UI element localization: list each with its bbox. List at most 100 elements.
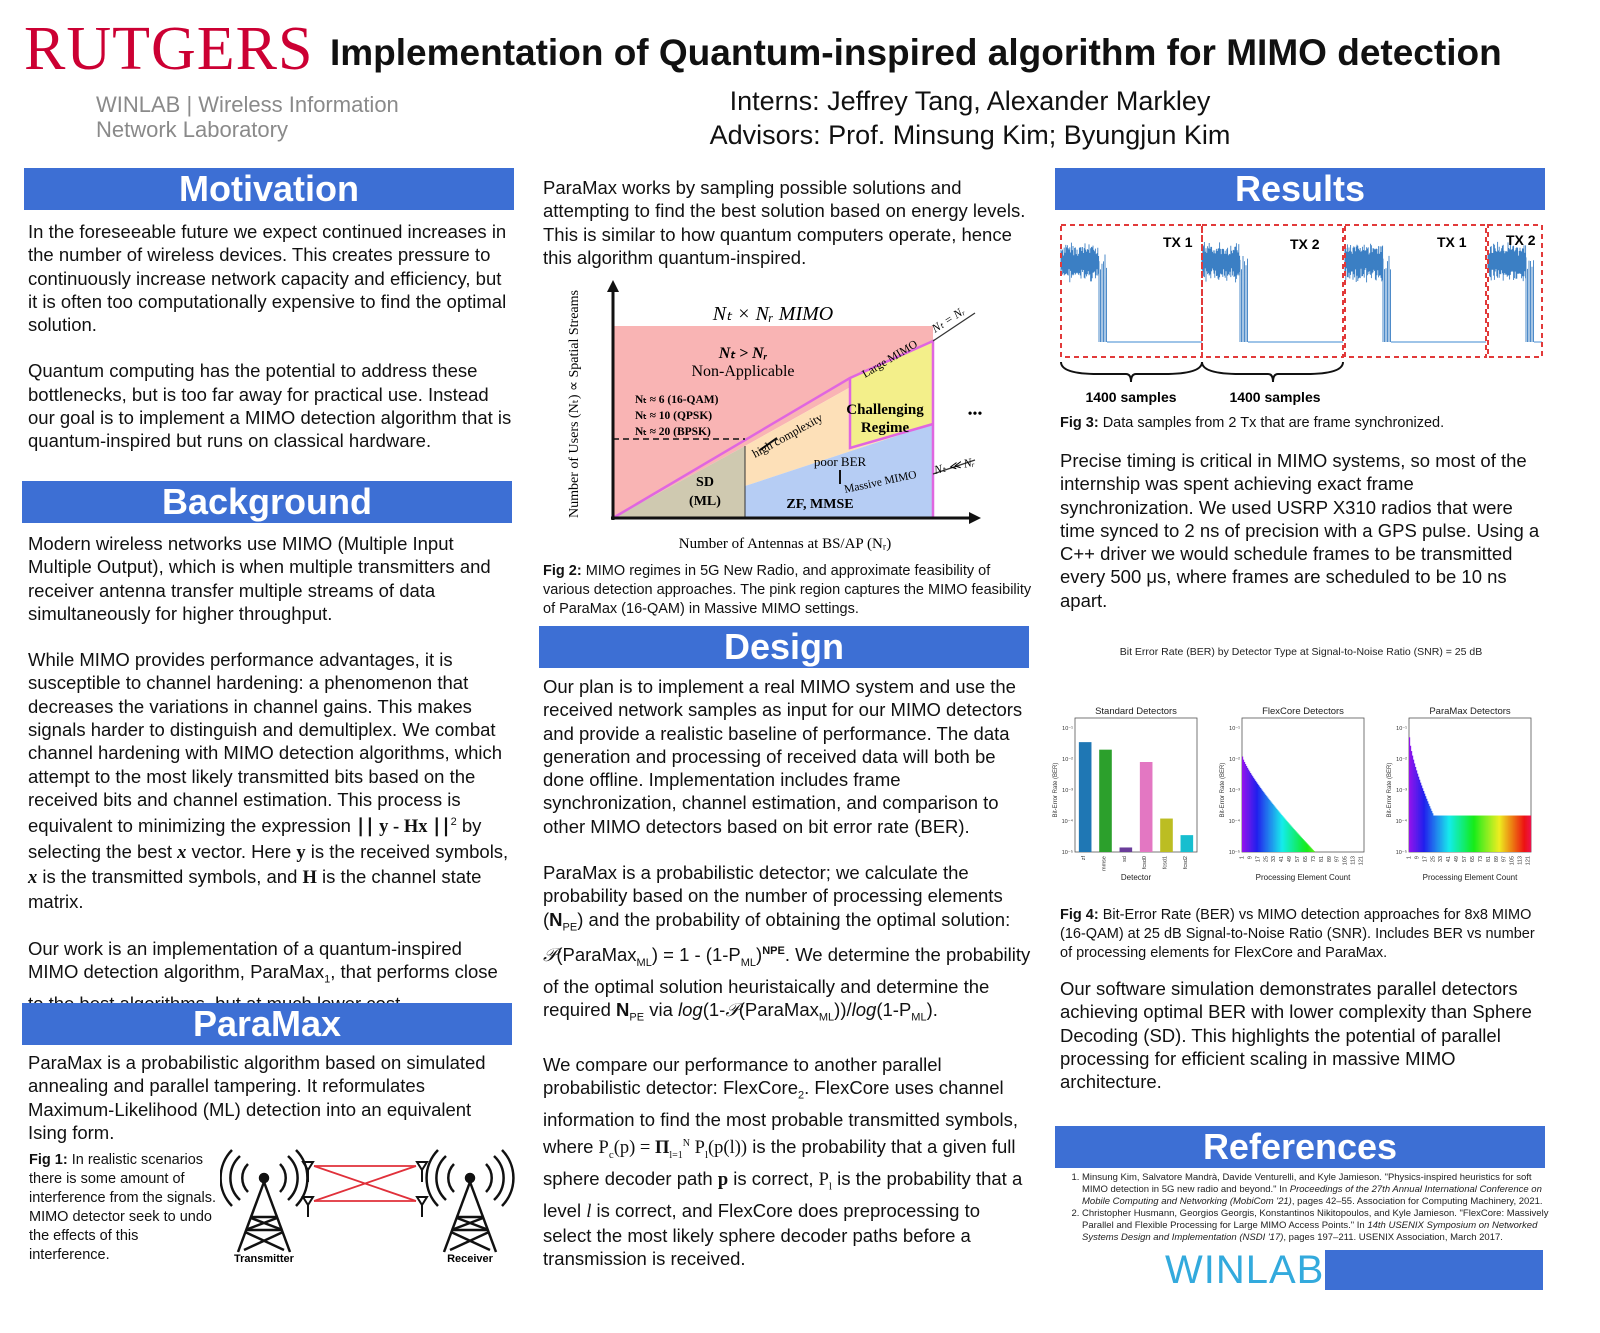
pe-bar [1460,815,1462,852]
design-p3-e: is the probability that a level [543,1167,1023,1221]
bar-sd [1119,847,1133,852]
results-heading: Results [1055,168,1545,210]
ytick-label: 10⁻⁵ [1062,849,1073,856]
pe-bar [1441,815,1443,852]
winlab-logo: WINLAB [1165,1248,1325,1292]
pe-bar [1289,824,1291,852]
pe-bar [1275,807,1277,852]
pe-bar [1281,814,1283,852]
xtick-label: 73 [1311,856,1317,862]
product-sup: N [682,1137,691,1149]
pl-arg: (p(l)) [708,1137,748,1158]
pe-bar [1469,815,1471,852]
y-axis-arrow [607,280,619,292]
poster-title: Implementation of Quantum-inspired algor… [330,32,1502,73]
pe-bar [1522,815,1525,852]
background-p2-f: is the channel state matrix. [28,866,482,913]
pe-bar [1264,793,1266,852]
pe-bar [1251,774,1253,852]
pe-bar [1273,805,1275,852]
pe-bar [1457,815,1459,852]
ref1-b: Proceedings of the 27th Annual Internati… [1082,1184,1542,1207]
fig2-zf: ZF, MMSE [786,497,853,512]
pe-bar [1304,841,1306,852]
pe-bar [1409,737,1411,852]
reference-2: Christopher Husmann, Georgios Georgis, K… [1082,1208,1560,1244]
interns: Interns: Jeffrey Tang, Alexander Markley [729,86,1211,116]
background-p3-a: Our work is an implementation of a quant… [28,937,462,982]
subplot-xlabel: Processing Element Count [1423,873,1518,882]
xtick-label: 89 [1494,856,1500,862]
xtick-label: 81 [1486,856,1492,862]
pe-bar [1437,815,1439,852]
ref2-c: , pages 197–211. USENIX Association, Mar… [1283,1232,1503,1243]
ref2-b: 14th USENIX Symposium on Networked Syste… [1082,1220,1538,1243]
bar-fcsd2 [1180,835,1194,852]
pe-bar [1284,818,1286,852]
fig2-challenging-1: Challenging [846,402,924,418]
pe-bar [1503,815,1505,852]
pe-bar [1419,779,1421,852]
pe-bar [1488,815,1490,852]
pe-bar [1518,815,1521,852]
pe-bar [1246,765,1248,852]
pe-bar [1442,815,1444,852]
pe-bar [1489,815,1491,852]
pe-bar [1417,773,1419,852]
subplot-frame [1074,717,1198,853]
ref1-a: Minsung Kim, Salvatore Mandrà, Davide Ve… [1082,1172,1532,1195]
pe-bar [1524,815,1527,852]
motivation-p1: In the foreseeable future we expect cont… [28,221,507,336]
pe-bar [1516,815,1519,852]
fig2-top-label: Nₜ × Nᵣ MIMO [712,303,833,325]
pe-bar [1492,815,1494,852]
pe-bar [1287,822,1289,852]
pe-bar [1297,833,1299,852]
pe-bar [1285,819,1287,852]
symbol-x-2: x [28,868,38,889]
results-p2: Our software simulation demonstrates par… [1060,978,1532,1093]
paramax-p1: ParaMax is a probabilistic algorithm bas… [28,1052,486,1143]
fig3-frame-sync: TX 1 TX 2 TX 1 TX 2 1400 samples 1400 sa… [1060,224,1543,405]
pe-bar [1263,792,1265,852]
ytick-label: 10⁻⁵ [1396,849,1407,856]
design-p2-f: . We determine the probability of the op… [543,943,1031,1021]
motivation-body: In the foreseeable future we expect cont… [28,220,512,476]
pe-bar [1278,811,1280,852]
pl-sub: l [704,1148,709,1161]
pc-sub: c [608,1148,614,1161]
ytick-label: 10⁻¹ [1396,726,1407,732]
pe-bar [1525,815,1528,852]
pe-bar [1453,815,1455,852]
xtick-label: 121 [1526,856,1532,865]
pe-bar [1286,820,1288,852]
pe-bar [1455,815,1457,852]
pe-bar [1446,815,1448,852]
references-heading: References [1055,1126,1545,1168]
samples-label-1: 1400 samples [1085,389,1176,405]
pe-bar [1411,751,1413,852]
pe-bar [1413,759,1415,852]
diag-ll-line [932,459,976,475]
design-p2-h: (1- [702,999,726,1021]
pe-bar [1271,802,1273,852]
pe-bar [1454,815,1456,852]
pe-bar [1296,832,1298,852]
pe-bar [1291,826,1293,852]
ref-sub-2: 2 [798,1090,805,1103]
pe-bar [1463,815,1465,852]
lab-name: WINLAB | Wireless Information Network La… [96,92,399,142]
pe-bar [1495,815,1497,852]
pe-bar [1479,815,1481,852]
pe-bar [1258,785,1260,852]
design-body: Our plan is to implement a real MIMO sys… [543,675,1031,1294]
pe-bar [1497,815,1499,852]
pe-bar [1279,812,1281,852]
pc-symbol: P [598,1137,609,1158]
diag-eq-line [932,312,976,342]
pe-bar [1484,815,1486,852]
xtick-label: 105 [1510,856,1516,865]
ref-sub-1: 1 [324,973,331,986]
level-symbol: l [586,1201,592,1222]
subplot-ylabel: Bit-Error Rate (BER) [1053,763,1059,818]
